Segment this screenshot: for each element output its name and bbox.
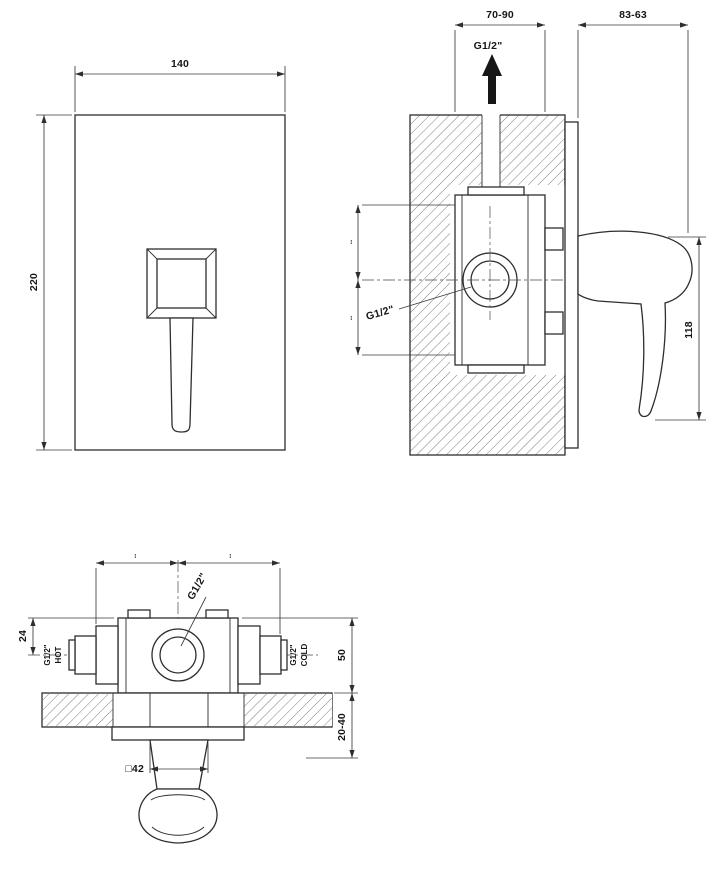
cold-labels: G1/2" COLD: [289, 643, 309, 666]
plan-view: .. .. G1/2" 24 G1/2" HOT G1/2" COLD: [17, 554, 358, 844]
dim-70-90-label: 70-90: [486, 9, 514, 21]
dim-220-label: 220: [28, 273, 40, 291]
dim-83-63-label: 83-63: [619, 9, 647, 21]
plan-dim-depth: 50: [242, 617, 358, 694]
lever-handle-plan: [138, 739, 218, 844]
front-handle-stem: [169, 317, 194, 433]
cold-inlet-fitting: [237, 625, 288, 685]
front-view: 140 220: [28, 58, 286, 451]
side-dim-lever: 83-63: [577, 9, 689, 233]
trim-plate-side: [564, 121, 579, 449]
wall-section-plan: [41, 692, 333, 728]
side-dim-left-ticks: .. ..: [345, 204, 455, 356]
hot-thread-label: G1/2": [43, 644, 52, 665]
inlet-thread-label: G1/2": [365, 303, 396, 322]
front-handle: [146, 248, 217, 433]
dim-24-label: 24: [17, 630, 29, 642]
cold-label: COLD: [300, 643, 309, 666]
dim-140-label: 140: [171, 58, 189, 70]
front-dim-width: 140: [74, 58, 286, 112]
outlet-direction: G1/2": [474, 40, 503, 104]
valve-body-plan: [117, 609, 239, 694]
outlet-thread-label: G1/2": [474, 40, 503, 52]
up-arrow-icon: [488, 76, 496, 104]
dim-square42-label: □42: [125, 763, 144, 775]
trim-plate-plan: [111, 726, 245, 741]
side-view: G1/2" 70-90 83-63 118: [345, 9, 706, 456]
side-dim-height: 118: [655, 236, 706, 421]
dim-tick-left: ..: [129, 554, 138, 558]
dim-tick-right: ..: [224, 554, 233, 558]
outlet-pipe: [481, 115, 501, 195]
plan-dim-offset: 24: [17, 617, 114, 655]
dim-tick-lower: ..: [345, 316, 354, 320]
dim-118-label: 118: [683, 321, 695, 339]
hot-label: HOT: [54, 646, 63, 663]
plan-dim-top-ticks: .. ..: [95, 554, 281, 634]
hot-labels: G1/2" HOT: [43, 644, 63, 665]
cold-thread-label: G1/2": [289, 644, 298, 665]
cartridge-inner-circle-plan: [159, 636, 197, 674]
lever-handle-side: [577, 230, 693, 418]
hot-inlet-fitting: [68, 625, 119, 685]
plan-dim-wall: 20-40: [306, 693, 358, 759]
plan-dim-square: □42: [125, 743, 209, 775]
dim-tick-upper: ..: [345, 240, 354, 244]
dim-20-40-label: 20-40: [336, 713, 348, 741]
front-dim-height: 220: [28, 114, 72, 451]
side-dim-depth: 70-90: [454, 9, 546, 112]
dim-50-label: 50: [336, 649, 348, 661]
